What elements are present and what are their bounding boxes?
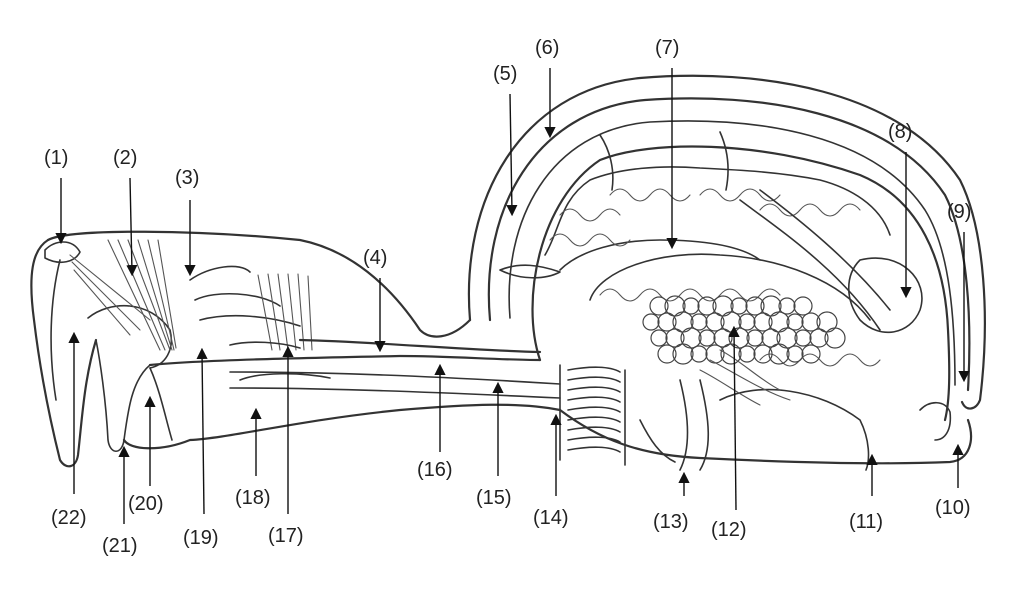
egg bbox=[657, 344, 677, 364]
egg bbox=[745, 296, 765, 316]
ruffled-glands bbox=[499, 131, 923, 367]
egg bbox=[697, 296, 717, 316]
gill-folds bbox=[559, 364, 626, 466]
label-2: (2) bbox=[113, 147, 138, 169]
egg bbox=[690, 313, 708, 331]
egg bbox=[705, 312, 725, 332]
label-9: (9) bbox=[947, 201, 972, 223]
egg bbox=[768, 343, 790, 365]
label-5: (5) bbox=[493, 63, 518, 85]
egg bbox=[657, 312, 677, 332]
label-15: (15) bbox=[476, 487, 512, 509]
egg bbox=[698, 329, 716, 347]
egg bbox=[672, 343, 694, 365]
egg bbox=[713, 328, 733, 348]
neck-tube bbox=[229, 338, 561, 399]
egg bbox=[801, 312, 821, 332]
label-4: (4) bbox=[363, 247, 388, 269]
egg bbox=[650, 329, 668, 347]
egg bbox=[786, 313, 804, 331]
egg bbox=[642, 313, 660, 331]
egg bbox=[682, 297, 700, 315]
egg bbox=[738, 313, 756, 331]
label-10: (10) bbox=[935, 497, 971, 519]
egg bbox=[746, 329, 764, 347]
label-3: (3) bbox=[175, 167, 200, 189]
label-20: (20) bbox=[128, 493, 164, 515]
label-6: (6) bbox=[535, 37, 560, 59]
egg bbox=[794, 329, 812, 347]
egg bbox=[665, 328, 685, 348]
egg bbox=[753, 344, 773, 364]
egg bbox=[690, 345, 708, 363]
egg bbox=[801, 344, 821, 364]
egg bbox=[649, 296, 669, 316]
lower-organs bbox=[639, 349, 952, 471]
label-1: (1) bbox=[44, 147, 69, 169]
egg bbox=[793, 296, 813, 316]
label-7: (7) bbox=[655, 37, 680, 59]
egg bbox=[778, 297, 796, 315]
label-14: (14) bbox=[533, 507, 569, 529]
label-13: (13) bbox=[653, 511, 689, 533]
egg bbox=[753, 312, 773, 332]
egg bbox=[824, 327, 846, 349]
label-8: (8) bbox=[888, 121, 913, 143]
label-16: (16) bbox=[417, 459, 453, 481]
leader-lines bbox=[55, 68, 970, 524]
egg bbox=[786, 345, 804, 363]
egg bbox=[738, 345, 756, 363]
egg bbox=[730, 297, 748, 315]
body-dome bbox=[467, 74, 986, 465]
label-17: (17) bbox=[268, 525, 304, 547]
egg bbox=[809, 328, 829, 348]
egg bbox=[761, 328, 781, 348]
egg-cluster bbox=[642, 295, 846, 365]
label-21: (21) bbox=[102, 535, 138, 557]
egg bbox=[720, 343, 742, 365]
label-22: (22) bbox=[51, 507, 87, 529]
label-19: (19) bbox=[183, 527, 219, 549]
head-region bbox=[30, 230, 562, 468]
label-11: (11) bbox=[849, 511, 884, 533]
label-18: (18) bbox=[235, 487, 271, 509]
label-12: (12) bbox=[711, 519, 747, 541]
